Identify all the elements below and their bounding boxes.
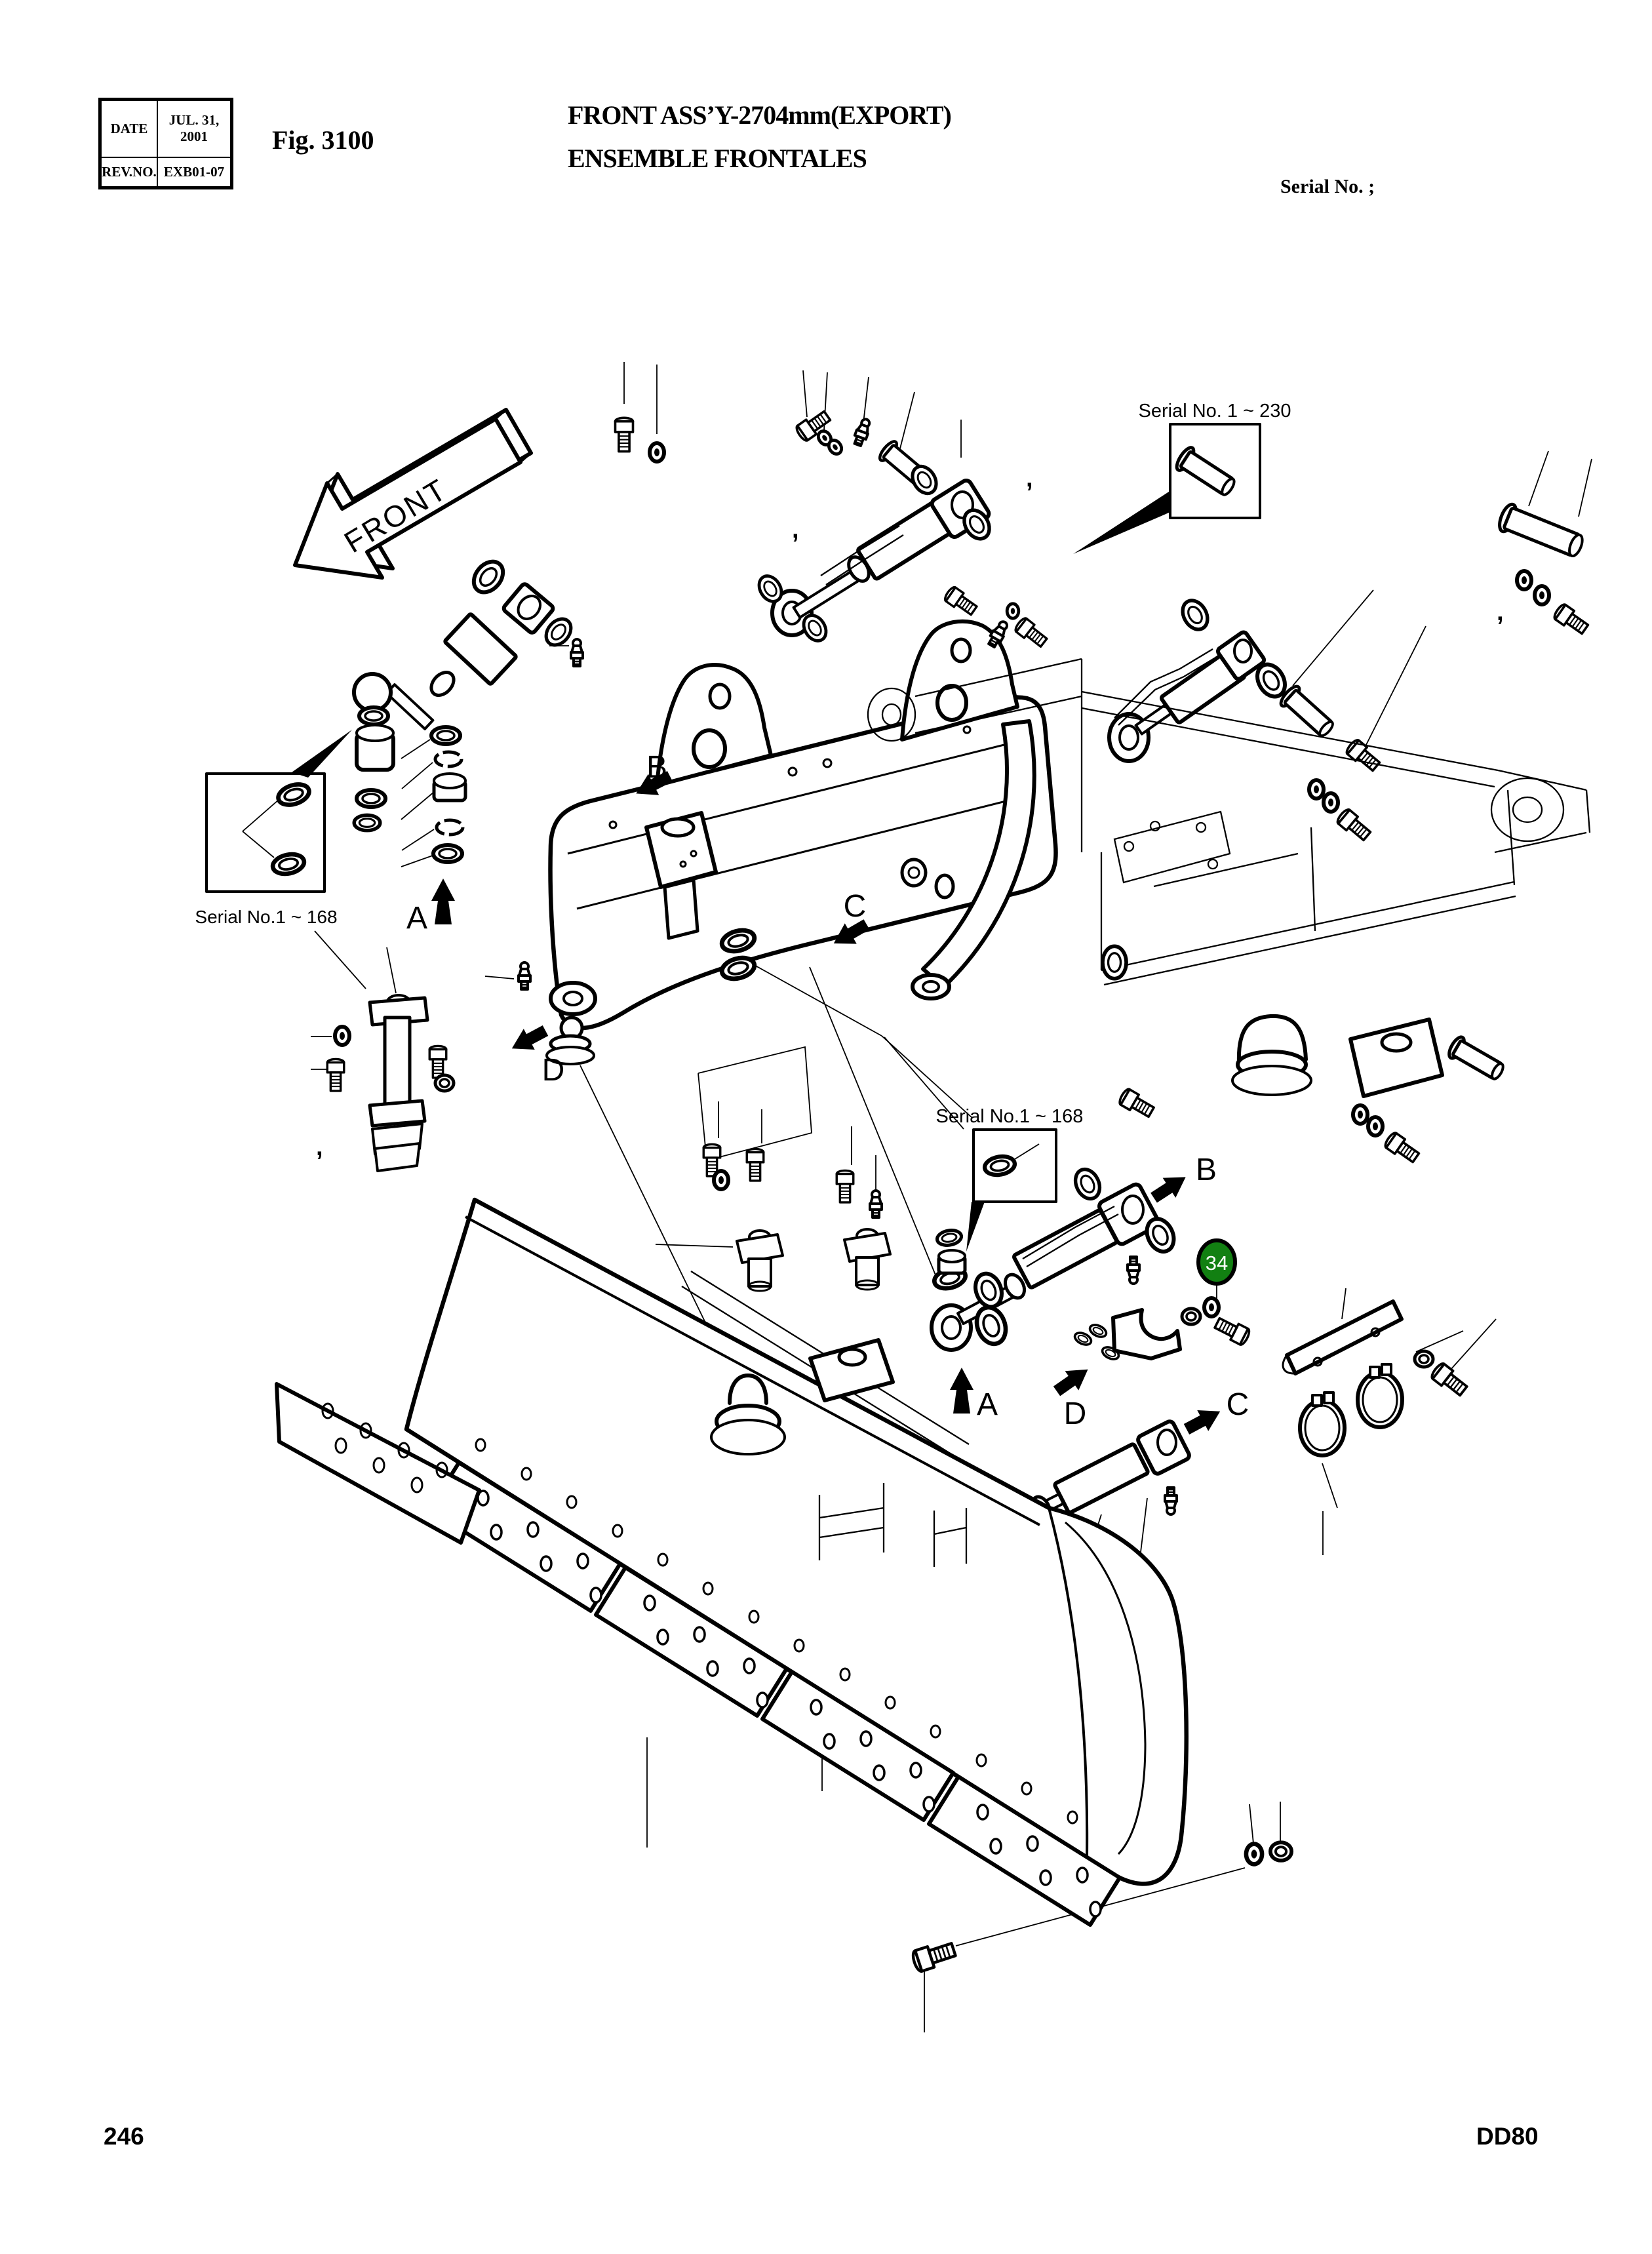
ghost-push-sockets: [818, 1483, 968, 1567]
page-title-en: FRONT ASS’Y-2704mm(EXPORT): [568, 100, 952, 130]
band-clamp: [1356, 1363, 1404, 1429]
svg-text:,: ,: [316, 1134, 323, 1161]
direction-b-label: B: [646, 750, 667, 785]
frame-tower-right: [900, 619, 1019, 741]
blade-pivot-bracket: [808, 1338, 895, 1402]
direction-markers: A A B B C C D D: [406, 750, 1249, 1440]
tilt-cylinder: [930, 1166, 1179, 1352]
svg-text:,: ,: [792, 516, 799, 544]
callout-serial-168-left-text: Serial No.1 ~ 168: [195, 907, 337, 927]
main-push-frame: [517, 619, 1058, 1065]
dozer-blade: [275, 1143, 1189, 1925]
page-number: 246: [104, 2123, 144, 2150]
band-clamp: [1298, 1391, 1347, 1457]
end-bit-left: [275, 1382, 481, 1545]
track-frame-bushing: [1103, 946, 1126, 978]
ball-socket-shoe: [710, 1374, 786, 1455]
trunnion-bracket: [843, 1228, 892, 1291]
tick-marks: , , , ,: [316, 465, 1504, 1161]
callout-serial-230: Serial No. 1 ~ 230: [1073, 401, 1291, 554]
revno-value: EXB01-07: [157, 156, 233, 189]
revision-table: DATE JUL. 31, 2001 REV.NO. EXB01-07: [98, 98, 233, 189]
serial-note: Serial No. ;: [1280, 176, 1375, 197]
callout-serial-168-mid-text: Serial No.1 ~ 168: [936, 1106, 1084, 1127]
page-title-fr: ENSEMBLE FRONTALES: [568, 144, 867, 173]
angle-cylinder-right: [941, 584, 1383, 844]
svg-text:,: ,: [1026, 465, 1033, 492]
trunnion-bracket: [736, 1229, 784, 1292]
direction-c-label: C: [1227, 1387, 1249, 1422]
pivot-shoe: [1116, 1014, 1312, 1121]
track-frame-ghost: [867, 658, 1591, 986]
bearing-ring-stack: [431, 727, 467, 862]
date-value: JUL. 31, 2001: [157, 98, 233, 158]
figure-number: Fig. 3100: [272, 125, 374, 155]
direction-a-label: A: [406, 901, 427, 936]
callout-serial-168-left: Serial No.1 ~ 168: [195, 730, 352, 927]
direction-d-label: D: [542, 1053, 565, 1088]
pin-group-top-right: [1498, 502, 1592, 638]
model-code: DD80: [1476, 2123, 1539, 2150]
hose-guard-clamp-group: [1282, 1299, 1471, 1457]
bracket-group-right: [1348, 1018, 1504, 1166]
direction-c-label: C: [844, 889, 867, 924]
frame-tower-left: [655, 663, 773, 787]
date-label: DATE: [99, 98, 158, 158]
direction-b-label: B: [1196, 1153, 1217, 1187]
svg-text:,: ,: [1497, 599, 1504, 626]
blade-bolt-holes: [475, 1438, 1078, 1825]
direction-d-label: D: [1064, 1396, 1087, 1431]
shim-clamp-group: [1071, 1309, 1200, 1363]
lift-cylinder-center: [570, 407, 994, 667]
part-badge-34: 34: [1196, 1238, 1253, 1348]
swivel-column-assembly: [326, 994, 454, 1172]
revno-label: REV.NO.: [99, 156, 158, 189]
callout-serial-168-mid: Serial No.1 ~ 168: [936, 1106, 1084, 1252]
callout-serial-230-text: Serial No. 1 ~ 230: [1139, 401, 1291, 422]
front-direction-arrow: FRONT: [293, 408, 533, 580]
leader-lines: [311, 362, 1592, 2032]
part-badge-34-number: 34: [1206, 1252, 1228, 1275]
lift-cylinder-left: [352, 556, 576, 831]
direction-a-label: A: [977, 1387, 998, 1422]
